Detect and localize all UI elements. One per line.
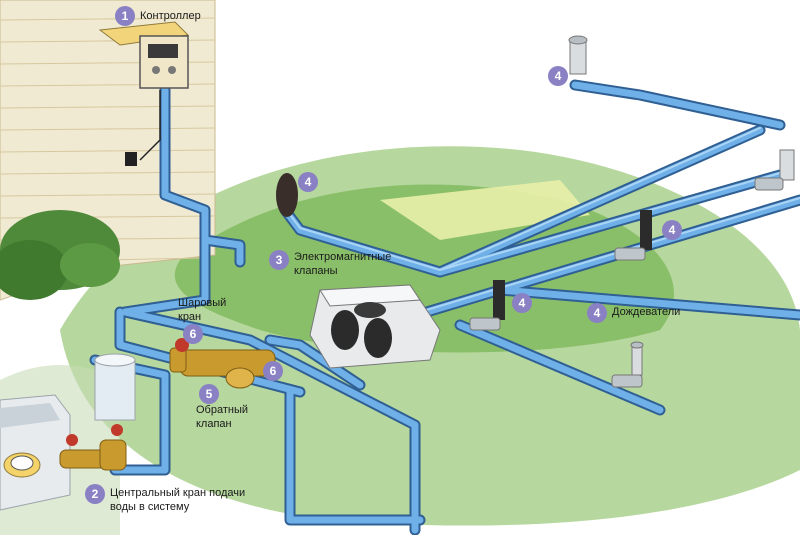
callout-label-solenoid-valves-line1: Электромагнитные xyxy=(294,251,392,263)
callout-badge-check-valve: 5 xyxy=(199,384,219,404)
callout-badge-sprinkler-mid: 4 xyxy=(512,293,532,313)
sprinkler-head-mid xyxy=(469,210,652,331)
callout-label-check-valve-line1: Обратный xyxy=(196,404,249,416)
callout-label-sprinklers: Дождеватели xyxy=(612,306,681,318)
brass-fittings xyxy=(59,338,276,471)
callout-badge-ball-valve: 6 xyxy=(183,324,203,344)
callout-badge-sprinkler-riser: 4 xyxy=(298,172,318,192)
callout-badge-solenoid-valves: 3 xyxy=(269,250,289,270)
sprinkler-head-right xyxy=(754,149,795,191)
callout-label-solenoid-valves-line2: клапаны xyxy=(294,265,338,277)
callout-label-main-valve-line2: воды в систему xyxy=(110,501,190,513)
filter-cylinder xyxy=(94,353,136,421)
callout-badge-main-valve: 2 xyxy=(85,484,105,504)
controller-unit xyxy=(98,21,190,166)
callout-label-check-valve-line2: клапан xyxy=(196,418,232,430)
sprinkler-head-riser xyxy=(276,173,298,217)
callout-badge-sprinkler-right: 4 xyxy=(662,220,682,240)
callout-badge-controller: 1 xyxy=(115,6,135,26)
water-meter-box xyxy=(0,394,71,511)
callout-badge-ball-valve-2: 6 xyxy=(263,361,283,381)
callout-badge-sprinkler-top: 4 xyxy=(548,66,568,86)
callout-label-main-valve-line1: Центральный кран подачи xyxy=(110,487,246,499)
callout-label-ball-valve-line2: кран xyxy=(178,311,202,323)
shrub xyxy=(0,210,120,300)
sunlit-lawn-patch xyxy=(380,180,590,240)
sprinkler-head-top xyxy=(568,35,588,75)
valve-box xyxy=(309,284,441,369)
callout-label-ball-valve-line1: Шаровый xyxy=(178,297,227,309)
sprinkler-head-lawn xyxy=(611,341,644,388)
callout-label-controller: Контроллер xyxy=(140,10,201,22)
callout-badge-sprinklers: 4 xyxy=(587,303,607,323)
